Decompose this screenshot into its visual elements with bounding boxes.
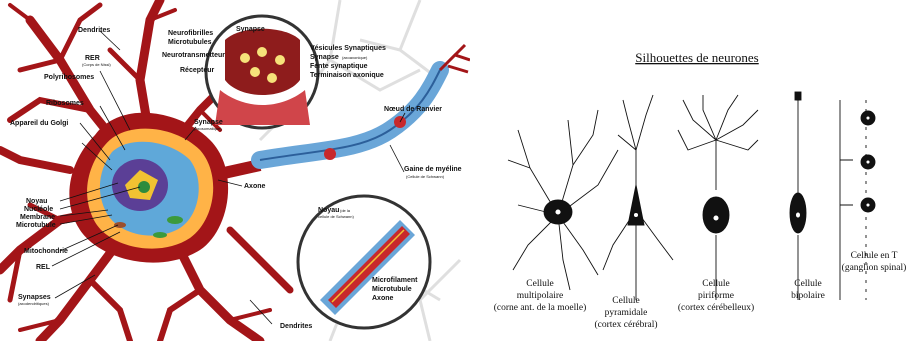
caption-piriform-line2: piriforme <box>698 290 734 301</box>
caption-piriform-line1: Cellule <box>702 279 729 289</box>
label-noyau-schwann-sub2: cellule de Schwann) <box>318 214 354 219</box>
label-ribosomes: Ribosomes <box>46 100 84 107</box>
node-of-ranvier-1 <box>324 148 336 160</box>
label-mitochondrie: Mitochondrie <box>24 248 68 255</box>
label-dendrites-bottom: Dendrites <box>280 323 312 330</box>
caption-multipolar-line3: (corne ant. de la moelle) <box>494 302 587 313</box>
caption-t-cell-line2: (ganglion spinal) <box>842 262 907 273</box>
label-axone-zoom: Axone <box>372 295 394 302</box>
label-synapse-zoom: Synapse <box>236 26 265 33</box>
silhouettes-svg: Silhouettes de neurones <box>478 0 916 341</box>
caption-bipolar-line1: Cellule <box>794 279 821 289</box>
label-recepteur: Récepteur <box>180 67 215 74</box>
caption-t-cell-line1: Cellule en T <box>851 251 898 261</box>
caption-bipolar-line2: bipolaire <box>791 291 825 301</box>
label-synapse-zoom2: Synapse <box>310 54 339 61</box>
label-vesicules: Vésicules Synaptiques <box>310 45 386 52</box>
neuron-anatomy-svg: Dendrites RER (Corps de Nissl) Polyribos… <box>0 0 470 341</box>
label-synapses: Synapses <box>18 294 51 301</box>
silhouette-multipolar <box>508 110 618 290</box>
label-microtubule-zoom: Microtubule <box>372 286 412 293</box>
label-gaine-myeline: Gaine de myéline <box>404 166 462 173</box>
neuron-silhouettes-diagram: Silhouettes de neurones <box>478 0 916 341</box>
label-microfilament: Microfilament <box>372 277 418 284</box>
label-microtubule-left: Microtubule <box>16 222 56 229</box>
label-neurofibrilles: Neurofibrilles <box>168 30 213 37</box>
label-synapse-zoom2-sub: (axoaxonique) <box>342 55 368 60</box>
label-axone-hillock: Axone <box>244 183 266 190</box>
caption-piriform-line3: (cortex cérébelleux) <box>678 302 754 313</box>
label-synapses-sub: (axodendritiques) <box>18 301 50 306</box>
silhouette-piriform <box>678 95 758 300</box>
silhouette-bipolar <box>790 92 806 300</box>
label-nucleole: Nucléole <box>24 206 53 213</box>
label-noyau: Noyau <box>26 198 47 205</box>
label-microtubules-top: Microtubules <box>168 39 212 46</box>
label-dendrites-top: Dendrites <box>78 27 110 34</box>
label-rel: REL <box>36 264 51 271</box>
label-synapse-axo-sub: (axosomatique) <box>194 126 222 131</box>
label-fente: Fente synaptique <box>310 63 368 70</box>
caption-multipolar-line1: Cellule <box>526 279 553 289</box>
caption-pyramidal-line2: pyramidale <box>605 308 648 318</box>
caption-pyramidal-line1: Cellule <box>612 296 639 306</box>
label-rer: RER <box>85 55 100 62</box>
label-rer-sub: (Corps de Nissl) <box>82 62 111 67</box>
label-terminaison: Terminaison axonique <box>310 72 384 79</box>
label-noyau-schwann: Noyau <box>318 207 339 214</box>
label-synapse-axo: Synapse <box>194 119 223 126</box>
label-neurotransmetteur: Neurotransmetteur <box>162 52 225 59</box>
caption-multipolar-line2: multipolaire <box>517 291 563 301</box>
silhouette-pyramidal <box>603 95 673 300</box>
label-polyribosomes: Polyribosomes <box>44 74 94 81</box>
neuron-anatomy-diagram: Dendrites RER (Corps de Nissl) Polyribos… <box>0 0 470 341</box>
label-membrane: Membrane <box>20 214 55 221</box>
label-noyau-schwann-sub1: (de la <box>340 208 351 213</box>
label-gaine-sub: (Cellule de Schwann) <box>406 174 445 179</box>
label-golgi: Appareil du Golgi <box>10 120 68 127</box>
caption-pyramidal-line3: (cortex cérébral) <box>594 319 657 330</box>
soma <box>69 113 228 263</box>
label-noeud-ranvier: Nœud de Ranvier <box>384 106 442 113</box>
silhouettes-title: Silhouettes de neurones <box>635 50 758 65</box>
